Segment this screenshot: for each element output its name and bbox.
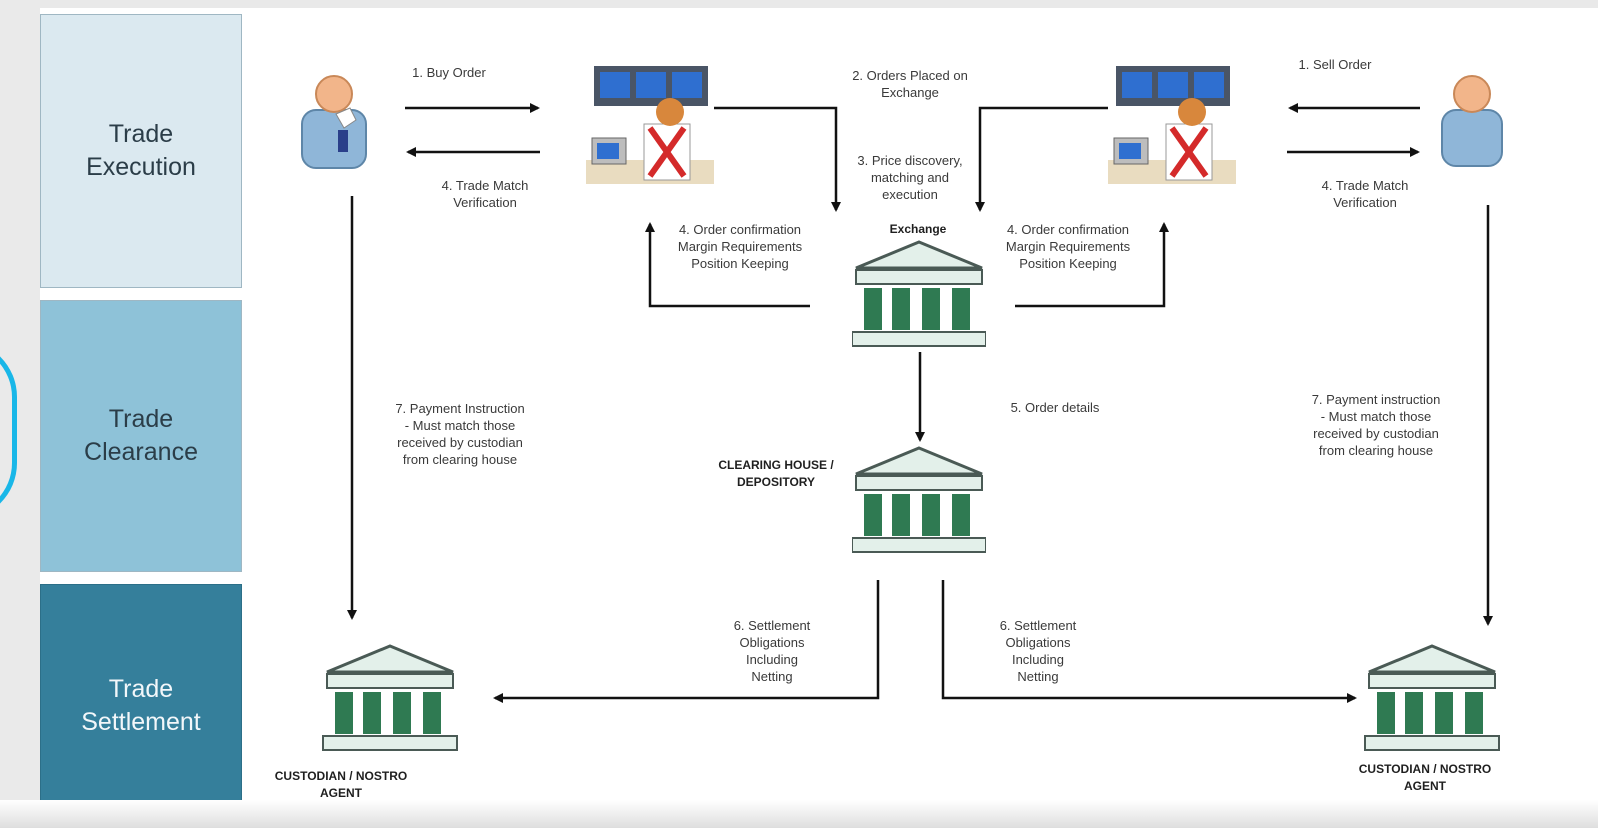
custodian-left-building-icon bbox=[322, 644, 458, 751]
stage-trade-clearance: Trade Clearance bbox=[40, 300, 242, 572]
left-margin-bar bbox=[0, 0, 40, 828]
step-payment-left: 7. Payment Instruction - Must match thos… bbox=[395, 401, 525, 467]
stage-trade-settlement: Trade Settlement bbox=[40, 584, 242, 828]
step-order-confirmation-right: 4. Order confirmation Margin Requirement… bbox=[1005, 222, 1131, 271]
seller-person-icon bbox=[1441, 75, 1503, 167]
broker-workstation-left-icon bbox=[586, 66, 714, 184]
step-order-confirmation-left: 4. Order confirmation Margin Requirement… bbox=[677, 222, 803, 271]
step-price-discovery: 3. Price discovery, matching and executi… bbox=[857, 153, 963, 202]
arrow-orders-placed-right bbox=[975, 106, 1108, 212]
step-settlement-right: 6. Settlement Obligations Including Nett… bbox=[999, 618, 1077, 684]
step-buy-order: 1. Buy Order bbox=[412, 65, 486, 80]
arrow-order-confirmation-left bbox=[645, 222, 810, 308]
exchange-label: Exchange bbox=[889, 222, 947, 236]
step-trade-match-right: 4. Trade Match Verification bbox=[1321, 178, 1409, 210]
step-orders-placed: 2. Orders Placed on Exchange bbox=[852, 68, 968, 100]
step-sell-order: 1. Sell Order bbox=[1298, 57, 1372, 72]
broker-workstation-right-icon bbox=[1108, 66, 1236, 184]
custodian-right-label: CUSTODIAN / NOSTRO AGENT bbox=[1358, 762, 1492, 793]
step-trade-match-left: 4. Trade Match Verification bbox=[441, 178, 529, 210]
clearing-house-building-icon bbox=[852, 446, 986, 553]
arrow-orders-placed-left bbox=[714, 106, 841, 212]
buyer-person-icon bbox=[301, 75, 367, 169]
bottom-shadow bbox=[0, 800, 1598, 828]
top-bar bbox=[0, 0, 1598, 8]
step-payment-right: 7. Payment instruction - Must match thos… bbox=[1311, 392, 1441, 458]
step-settlement-left: 6. Settlement Obligations Including Nett… bbox=[733, 618, 811, 684]
arrow-settlement-left bbox=[493, 580, 880, 703]
exchange-building-icon bbox=[852, 240, 986, 347]
arrow-settlement-right bbox=[941, 580, 1357, 703]
clearing-house-label: CLEARING HOUSE / DEPOSITORY bbox=[718, 458, 834, 489]
step-order-details: 5. Order details bbox=[1010, 400, 1100, 415]
stage-trade-execution: Trade Execution bbox=[40, 14, 242, 288]
custodian-left-label: CUSTODIAN / NOSTRO AGENT bbox=[274, 769, 408, 800]
custodian-right-building-icon bbox=[1364, 644, 1500, 751]
arrow-order-confirmation-right bbox=[1015, 222, 1169, 308]
